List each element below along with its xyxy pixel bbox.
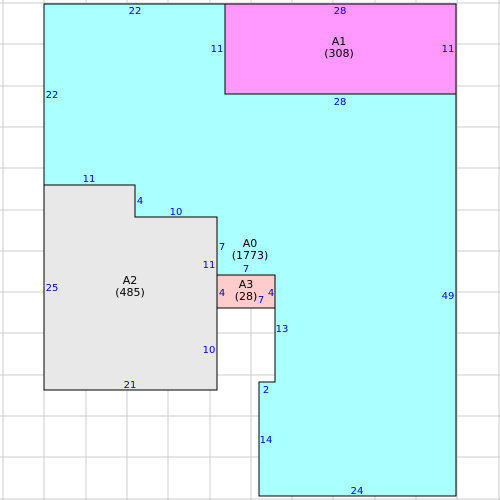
dimension-label: 2	[263, 385, 269, 396]
dimension-label: 14	[260, 435, 273, 446]
area-A0-name: A0	[243, 237, 258, 250]
area-A3-shape	[216, 274, 276, 309]
dimension-label: 7	[219, 242, 225, 253]
area-A1-name: A1	[332, 35, 347, 48]
dimension-label: 22	[129, 6, 142, 17]
area-A3-value: (28)	[235, 290, 258, 303]
dimension-label: 13	[276, 324, 289, 335]
area-A1-shape	[224, 3, 457, 95]
dimension-label: 4	[268, 288, 274, 299]
dimension-label: 7	[243, 264, 249, 275]
dimension-label: 25	[46, 283, 59, 294]
dimension-label: 28	[334, 97, 347, 108]
dimension-label: 7	[258, 295, 264, 306]
dimension-label: 28	[334, 6, 347, 17]
area-A2-shape	[43, 184, 218, 391]
dimension-label: 24	[351, 486, 364, 497]
dimension-label: 4	[219, 288, 225, 299]
area-A1-value: (308)	[324, 47, 354, 60]
area-A3-name: A3	[239, 278, 254, 291]
dimension-label: 11	[442, 44, 455, 55]
dimension-label: 11	[203, 260, 216, 271]
dimension-label: 21	[124, 380, 137, 391]
area-A0-value: (1773)	[232, 249, 269, 262]
dimension-label: 4	[137, 196, 143, 207]
area-A2-name: A2	[123, 274, 138, 287]
area-A2-value: (485)	[115, 286, 145, 299]
dimension-label: 11	[83, 174, 96, 185]
dimension-label: 22	[46, 90, 59, 101]
dimension-label: 49	[442, 291, 455, 302]
dimension-label: 10	[170, 207, 183, 218]
dimension-label: 10	[203, 345, 216, 356]
dimension-label: 11	[211, 44, 224, 55]
